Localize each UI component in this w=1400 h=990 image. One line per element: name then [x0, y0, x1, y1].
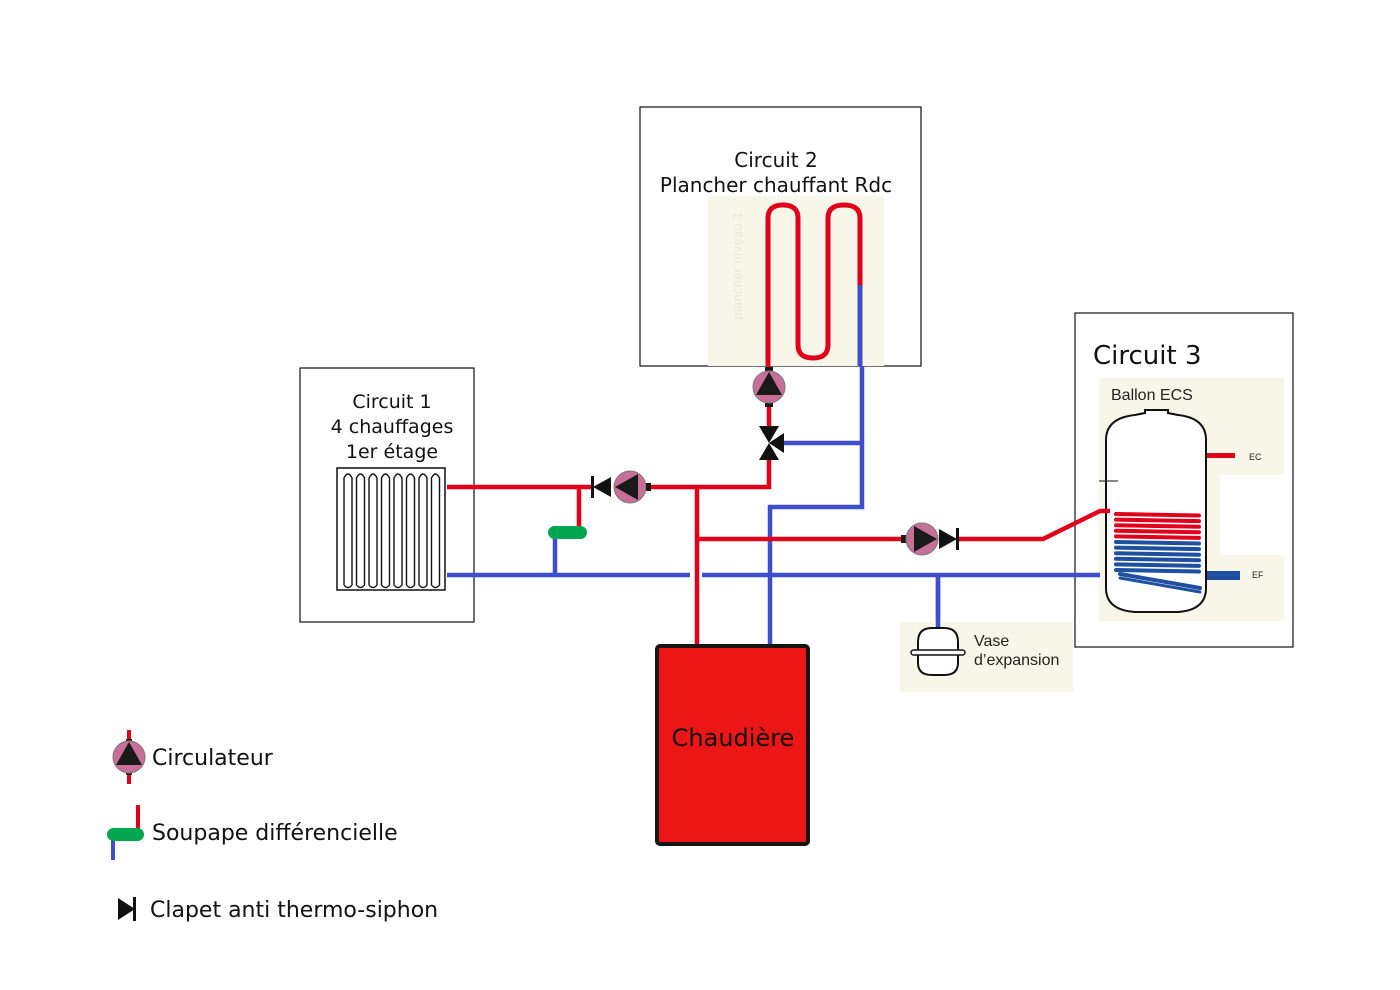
- coil-turn: [1114, 556, 1201, 563]
- coil-turn: [1114, 512, 1201, 518]
- coil-turn: [1114, 528, 1201, 535]
- three-way-mixing-valve-icon: [759, 426, 784, 460]
- cold-water-label: EF: [1252, 570, 1264, 580]
- circuit-2-pump: [752, 367, 786, 407]
- legend-label-check-valve: Clapet anti thermo-siphon: [150, 898, 438, 923]
- coil-turn: [1114, 540, 1201, 546]
- hot-water-tank-icon: EC EF: [1099, 409, 1264, 613]
- circuit-3-pump: [901, 522, 939, 556]
- legend-item-check-valve: Clapet anti thermo-siphon: [118, 897, 438, 923]
- legend-label-circulator: Circulateur: [152, 746, 274, 771]
- coil-turn: [1114, 562, 1201, 568]
- circuit-1-pump: [613, 470, 651, 504]
- tank-label: Ballon ECS: [1111, 387, 1193, 404]
- circulator-pump-icon: [112, 730, 146, 784]
- radiator-fin: [430, 473, 441, 589]
- pipes: [447, 366, 1110, 645]
- legend: Circulateur Soupape différencielle Clape…: [107, 730, 438, 923]
- legend-item-circulator: Circulateur: [112, 730, 274, 784]
- circuit-2-panel: Circuit 2 Plancher chauffant Rdc planche…: [639, 106, 922, 367]
- coil-turn: [1114, 551, 1201, 557]
- coil-turn: [1114, 517, 1201, 524]
- differential-valve-icon: [107, 805, 144, 860]
- boiler-label: Chaudière: [672, 724, 795, 752]
- radiator-fin: [418, 473, 428, 589]
- radiator-fin: [393, 473, 403, 589]
- boiler: Chaudière: [655, 644, 810, 846]
- coil-turn: [1114, 568, 1201, 574]
- floor-watermark: plancher niveau 1: [731, 212, 745, 320]
- radiator-fin: [368, 473, 378, 589]
- hot-water-label: EC: [1249, 452, 1262, 462]
- coil-turn: [1114, 523, 1201, 529]
- hot-water-outlet: [1207, 453, 1235, 458]
- circuit-2-subtitle: Plancher chauffant Rdc: [660, 173, 892, 197]
- coil-turn: [1114, 545, 1201, 552]
- legend-item-differential-valve: Soupape différencielle: [107, 805, 398, 860]
- expansion-label-2: d’expansion: [974, 652, 1059, 669]
- circuit-3-check-valve: [939, 528, 959, 550]
- legend-label-differential-valve: Soupape différencielle: [152, 821, 398, 846]
- radiator-icon: [336, 467, 446, 591]
- circuit-1-panel: Circuit 1 4 chauffages 1er étage: [299, 367, 475, 623]
- boiler-return-pipe: [767, 366, 865, 645]
- radiator-fin: [405, 473, 416, 589]
- radiator-fin: [355, 473, 366, 589]
- circuit-1-check-valve: [591, 476, 611, 498]
- floor-heating-loop: [765, 202, 863, 366]
- radiator-fin: [343, 473, 353, 589]
- circuit-3-title: Circuit 3: [1093, 341, 1202, 371]
- circuit-1-title: Circuit 1: [352, 391, 431, 413]
- coil-turn: [1114, 534, 1201, 540]
- circuit-1-subtitle: 4 chauffages: [331, 416, 454, 438]
- expansion-vessel: Vase d’expansion: [900, 575, 1073, 692]
- radiator-fin: [380, 473, 391, 589]
- differential-valve: [548, 526, 587, 539]
- cold-water-inlet: [1207, 571, 1240, 580]
- circuit-1-floor: 1er étage: [346, 441, 438, 463]
- circuit-3-panel: Circuit 3 Ballon ECS EC EF: [1074, 312, 1294, 648]
- expansion-label-1: Vase: [974, 633, 1009, 650]
- check-valve-icon: [118, 897, 136, 921]
- heat-exchanger-coil: [1114, 512, 1201, 574]
- circuit-2-title: Circuit 2: [734, 148, 817, 172]
